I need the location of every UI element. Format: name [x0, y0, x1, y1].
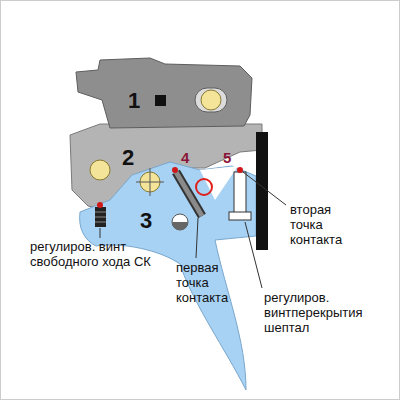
overlap-screw-head [229, 212, 251, 220]
stop-bar [256, 132, 268, 250]
overlap-screw [234, 172, 246, 218]
callout-text: регулиров. винтперекрытия шептал [264, 291, 389, 336]
leader-line [196, 218, 198, 258]
thread [95, 217, 106, 218]
leader-line [100, 228, 101, 238]
contact-number: 5 [223, 149, 231, 166]
spring-ring [196, 179, 212, 195]
part-number: 3 [140, 208, 152, 233]
lever-part [76, 58, 252, 128]
callout-text: вторая точка контакта [290, 203, 360, 248]
slot [195, 88, 227, 112]
part-number: 1 [128, 88, 140, 113]
part-number: 2 [122, 145, 134, 170]
thread [95, 222, 106, 223]
contact-dot [172, 167, 178, 173]
callout-text: первая точка контакта [176, 261, 246, 306]
pin [201, 90, 221, 110]
free-travel-screw [95, 207, 106, 227]
pin [90, 160, 110, 180]
callout-text: регулиров. винт свободного хода СК [30, 240, 155, 270]
rod [176, 172, 202, 216]
leader-line [243, 172, 286, 205]
trigger [80, 162, 256, 390]
square-pin [155, 95, 166, 106]
contact-dot [97, 202, 103, 208]
contact-dot [237, 167, 243, 173]
trigger-pivot [172, 222, 188, 230]
thread [95, 212, 106, 213]
contact-number: 4 [181, 149, 189, 166]
leader-line [245, 222, 262, 288]
trigger-pivot [172, 214, 188, 230]
crosshair [150, 168, 151, 196]
rod [176, 172, 202, 216]
